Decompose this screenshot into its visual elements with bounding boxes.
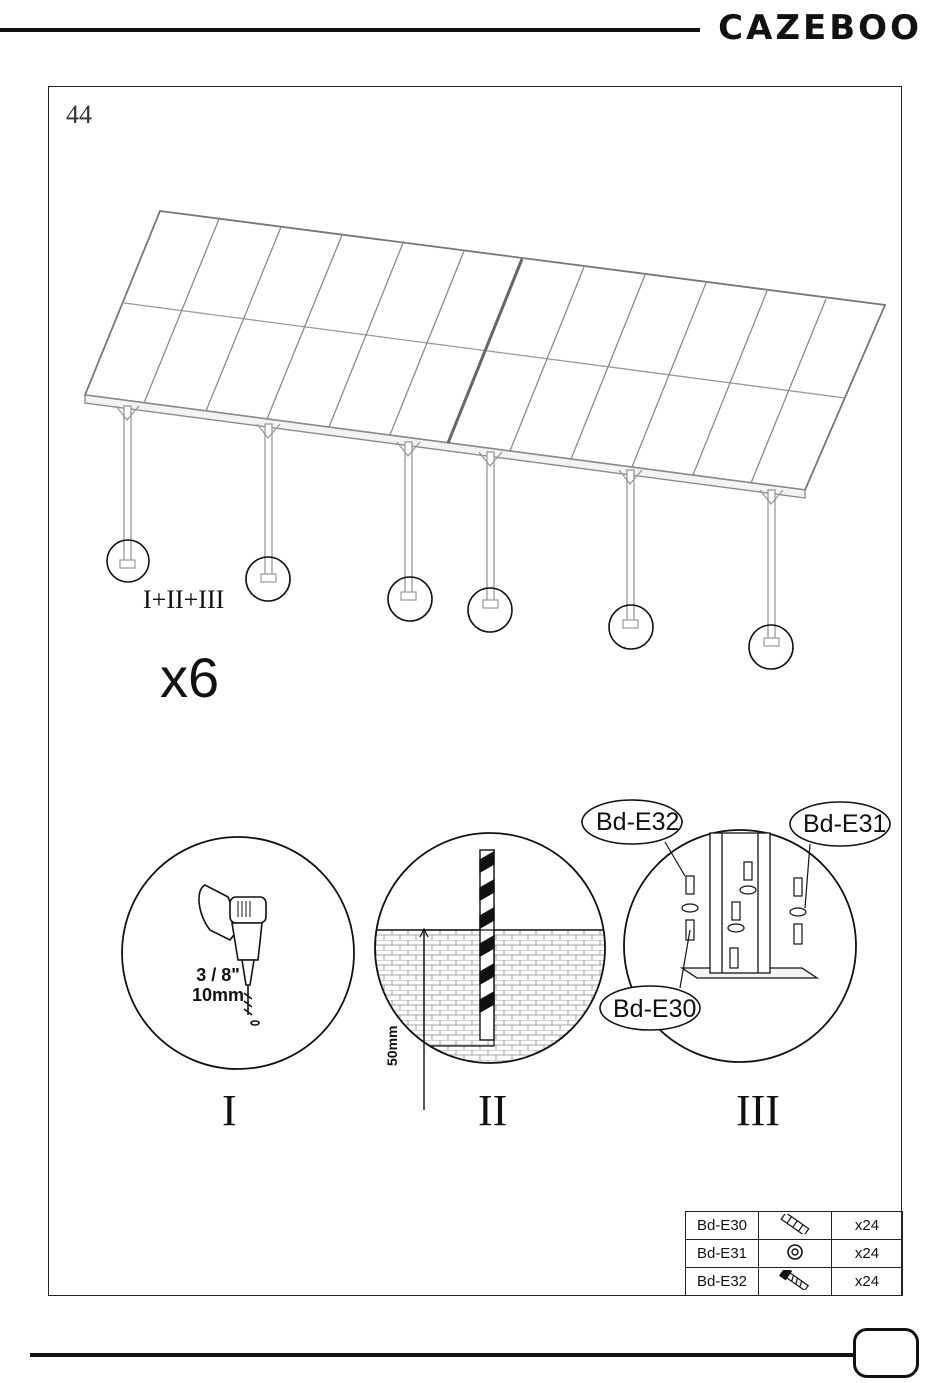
callout-bd-e32: Bd-E32	[596, 808, 679, 837]
washer-icon	[785, 1242, 805, 1262]
callout-bd-e30: Bd-E30	[613, 995, 696, 1024]
callout-bd-e31: Bd-E31	[803, 810, 886, 839]
table-row: Bd-E32 x24	[686, 1268, 903, 1296]
screw-icon	[778, 1270, 812, 1290]
drill-bit-spec: 3 / 8" 10mm	[183, 965, 253, 1005]
step-sequence-label: I+II+III	[143, 585, 224, 615]
part-qty: x24	[832, 1212, 903, 1240]
panel-label-iii: III	[736, 1085, 780, 1136]
part-code: Bd-E31	[686, 1240, 759, 1268]
drill-detail-circle	[120, 835, 356, 1071]
drill-size-mm: 10mm	[183, 985, 253, 1005]
depth-dimension-line	[415, 925, 435, 1115]
panel-label-i: I	[222, 1085, 237, 1136]
depth-label: 50mm	[384, 1026, 400, 1066]
drill-size-inch: 3 / 8"	[183, 965, 253, 985]
part-qty: x24	[832, 1240, 903, 1268]
footer-rule	[30, 1353, 853, 1357]
part-code: Bd-E32	[686, 1268, 759, 1296]
table-row: Bd-E30 x24	[686, 1212, 903, 1240]
part-qty: x24	[832, 1268, 903, 1296]
part-code: Bd-E30	[686, 1212, 759, 1240]
canopy-illustration	[0, 0, 950, 800]
wall-plug-icon	[778, 1214, 812, 1234]
table-row: Bd-E31 x24	[686, 1240, 903, 1268]
parts-table: Bd-E30 x24 Bd-E31 x24 Bd-E32 x24	[685, 1211, 903, 1296]
panel-label-ii: II	[478, 1085, 507, 1136]
page-number-box	[853, 1328, 919, 1378]
repeat-multiplier: x6	[160, 645, 219, 710]
